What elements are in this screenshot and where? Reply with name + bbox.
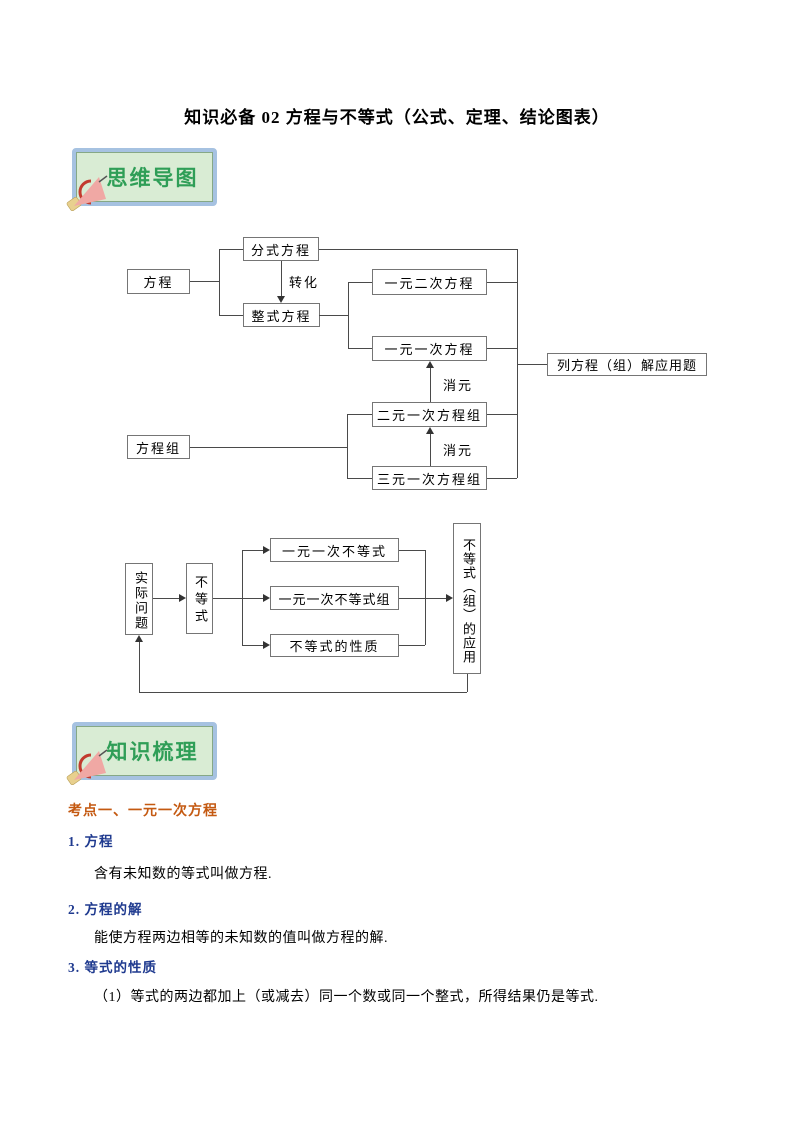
connector-rail <box>425 550 426 645</box>
feedback-line <box>467 674 468 692</box>
connector-line <box>242 598 263 599</box>
connector-line <box>487 348 517 349</box>
connector-line <box>348 282 372 283</box>
feedback-line <box>139 642 140 692</box>
mindmap-banner-label: 思维导图 <box>106 166 199 190</box>
node-two-var-system: 二元一次方程组 <box>372 402 487 427</box>
connector-line <box>517 364 547 365</box>
connector-line <box>425 598 446 599</box>
arrowhead-right-icon <box>263 641 270 649</box>
arrowhead-right-icon <box>446 594 453 602</box>
section-heading-kaodian1: 考点一、一元一次方程 <box>68 804 218 819</box>
connector-line <box>319 249 517 250</box>
arrowhead-right-icon <box>263 594 270 602</box>
connector-rail <box>517 249 518 478</box>
item-body-3: （1）等式的两边都加上（或减去）同一个数或同一个整式，所得结果仍是等式. <box>94 990 599 1005</box>
arrowhead-up-icon <box>426 427 434 434</box>
connector-line <box>348 348 372 349</box>
connector-line <box>219 249 220 315</box>
node-inequality-application: 不等式（组）的应用 <box>453 523 481 674</box>
node-practical-problems: 实际问题 <box>125 563 153 635</box>
label-eliminate-upper: 消元 <box>443 378 474 393</box>
connector-line <box>347 414 372 415</box>
connector-line <box>219 315 243 316</box>
node-fractional-equation: 分式方程 <box>243 237 319 261</box>
connector-line <box>213 598 242 599</box>
feedback-line <box>139 692 467 693</box>
connector-line <box>348 282 349 348</box>
item-body-1: 含有未知数的等式叫做方程. <box>94 867 272 882</box>
node-equation-system: 方程组 <box>127 435 190 459</box>
connector-line <box>319 315 348 316</box>
node-equation: 方程 <box>127 269 190 294</box>
connector-line <box>242 645 263 646</box>
connector-rail <box>242 550 243 645</box>
eliminate-arrow-shaft <box>430 368 431 402</box>
arrowhead-right-icon <box>179 594 186 602</box>
node-quadratic-equation: 一元二次方程 <box>372 269 487 295</box>
megaphone-icon <box>66 175 108 212</box>
node-inequality-properties: 不等式的性质 <box>270 634 399 657</box>
node-linear-equation: 一元一次方程 <box>372 336 487 361</box>
connector-line <box>399 598 425 599</box>
arrowhead-up-icon <box>135 635 143 642</box>
connector-line <box>190 447 347 448</box>
connector-line <box>347 414 348 478</box>
connector-line <box>190 281 219 282</box>
connector-line <box>242 550 263 551</box>
label-transform: 转化 <box>289 275 320 290</box>
node-linear-inequality: 一元一次不等式 <box>270 538 399 562</box>
connector-line <box>153 598 179 599</box>
megaphone-icon <box>66 749 108 786</box>
connector-line <box>347 478 372 479</box>
connector-line <box>399 645 425 646</box>
eliminate-arrow-shaft <box>430 434 431 466</box>
arrowhead-down-icon <box>277 296 285 303</box>
connector-line <box>219 249 243 250</box>
item-heading-2: 2. 方程的解 <box>68 902 143 917</box>
arrowhead-right-icon <box>263 546 270 554</box>
connector-line <box>487 478 517 479</box>
connector-line <box>487 282 517 283</box>
knowledge-banner: 知识梳理 <box>66 722 217 786</box>
arrowhead-up-icon <box>426 361 434 368</box>
transform-arrow-shaft <box>281 261 282 296</box>
connector-line <box>399 550 425 551</box>
node-integral-equation: 整式方程 <box>243 303 320 327</box>
item-heading-1: 1. 方程 <box>68 834 114 849</box>
label-eliminate-lower: 消元 <box>443 443 474 458</box>
node-inequality: 不等式 <box>186 563 213 634</box>
page-title: 知识必备 02 方程与不等式（公式、定理、结论图表） <box>184 108 610 127</box>
knowledge-banner-label: 知识梳理 <box>106 740 199 764</box>
node-three-var-system: 三元一次方程组 <box>372 466 487 490</box>
connector-line <box>487 414 517 415</box>
item-heading-3: 3. 等式的性质 <box>68 960 157 975</box>
node-word-problems: 列方程（组）解应用题 <box>547 353 707 376</box>
mindmap-banner: 思维导图 <box>66 148 217 212</box>
item-body-2: 能使方程两边相等的未知数的值叫做方程的解. <box>94 931 388 946</box>
node-linear-inequality-system: 一元一次不等式组 <box>270 586 399 610</box>
